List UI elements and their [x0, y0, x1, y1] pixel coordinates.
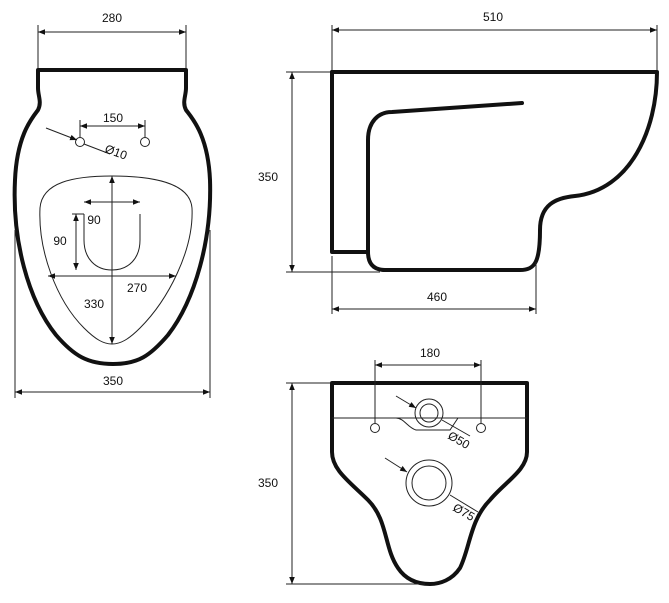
- rear-view-outline: [330, 381, 529, 586]
- dim-holes-spacing-150: 150: [103, 111, 123, 125]
- top-view-hole-left: [75, 137, 85, 147]
- rear-view-inlet-plate: [380, 417, 459, 431]
- dim-outlet-diameter: Ø75: [451, 500, 478, 524]
- side-view: 510 350 460: [258, 10, 659, 314]
- dim-hole-diameter: Ø10: [103, 142, 129, 163]
- rear-view-inlet-inner: [419, 403, 439, 423]
- dim-inlet-diameter: Ø50: [446, 428, 473, 452]
- dim-rear-height-350: 350: [258, 476, 278, 490]
- side-view-back: [330, 70, 370, 254]
- top-view: 280 150 Ø10 90 90 270 330 350: [12, 11, 213, 398]
- dim-rear-bolt-spacing-180: 180: [420, 346, 440, 360]
- rear-view-inlet-outer: [414, 398, 444, 428]
- rear-view-outlet-inner: [411, 465, 447, 501]
- top-view-bowl-rim: [39, 175, 193, 345]
- dim-side-length-510: 510: [483, 10, 503, 24]
- top-view-hole-right: [140, 137, 150, 147]
- top-view-outline: [12, 68, 213, 366]
- rear-view: 180 Ø50 Ø75 350: [258, 346, 529, 586]
- dim-inner-height-90: 90: [53, 234, 67, 248]
- dim-bowl-depth-330: 330: [84, 297, 104, 311]
- dim-side-base-460: 460: [427, 290, 447, 304]
- dim-top-width-280: 280: [102, 11, 122, 25]
- dim-bowl-width-270: 270: [127, 281, 147, 295]
- rear-view-bolt-right: [476, 423, 486, 433]
- dim-overall-width-350: 350: [103, 374, 123, 388]
- rear-view-outlet-outer: [405, 459, 453, 507]
- dim-side-height-350: 350: [258, 170, 278, 184]
- rear-view-bolt-left: [370, 423, 380, 433]
- dim-inner-width-90: 90: [87, 213, 101, 227]
- side-view-outline: [330, 70, 659, 272]
